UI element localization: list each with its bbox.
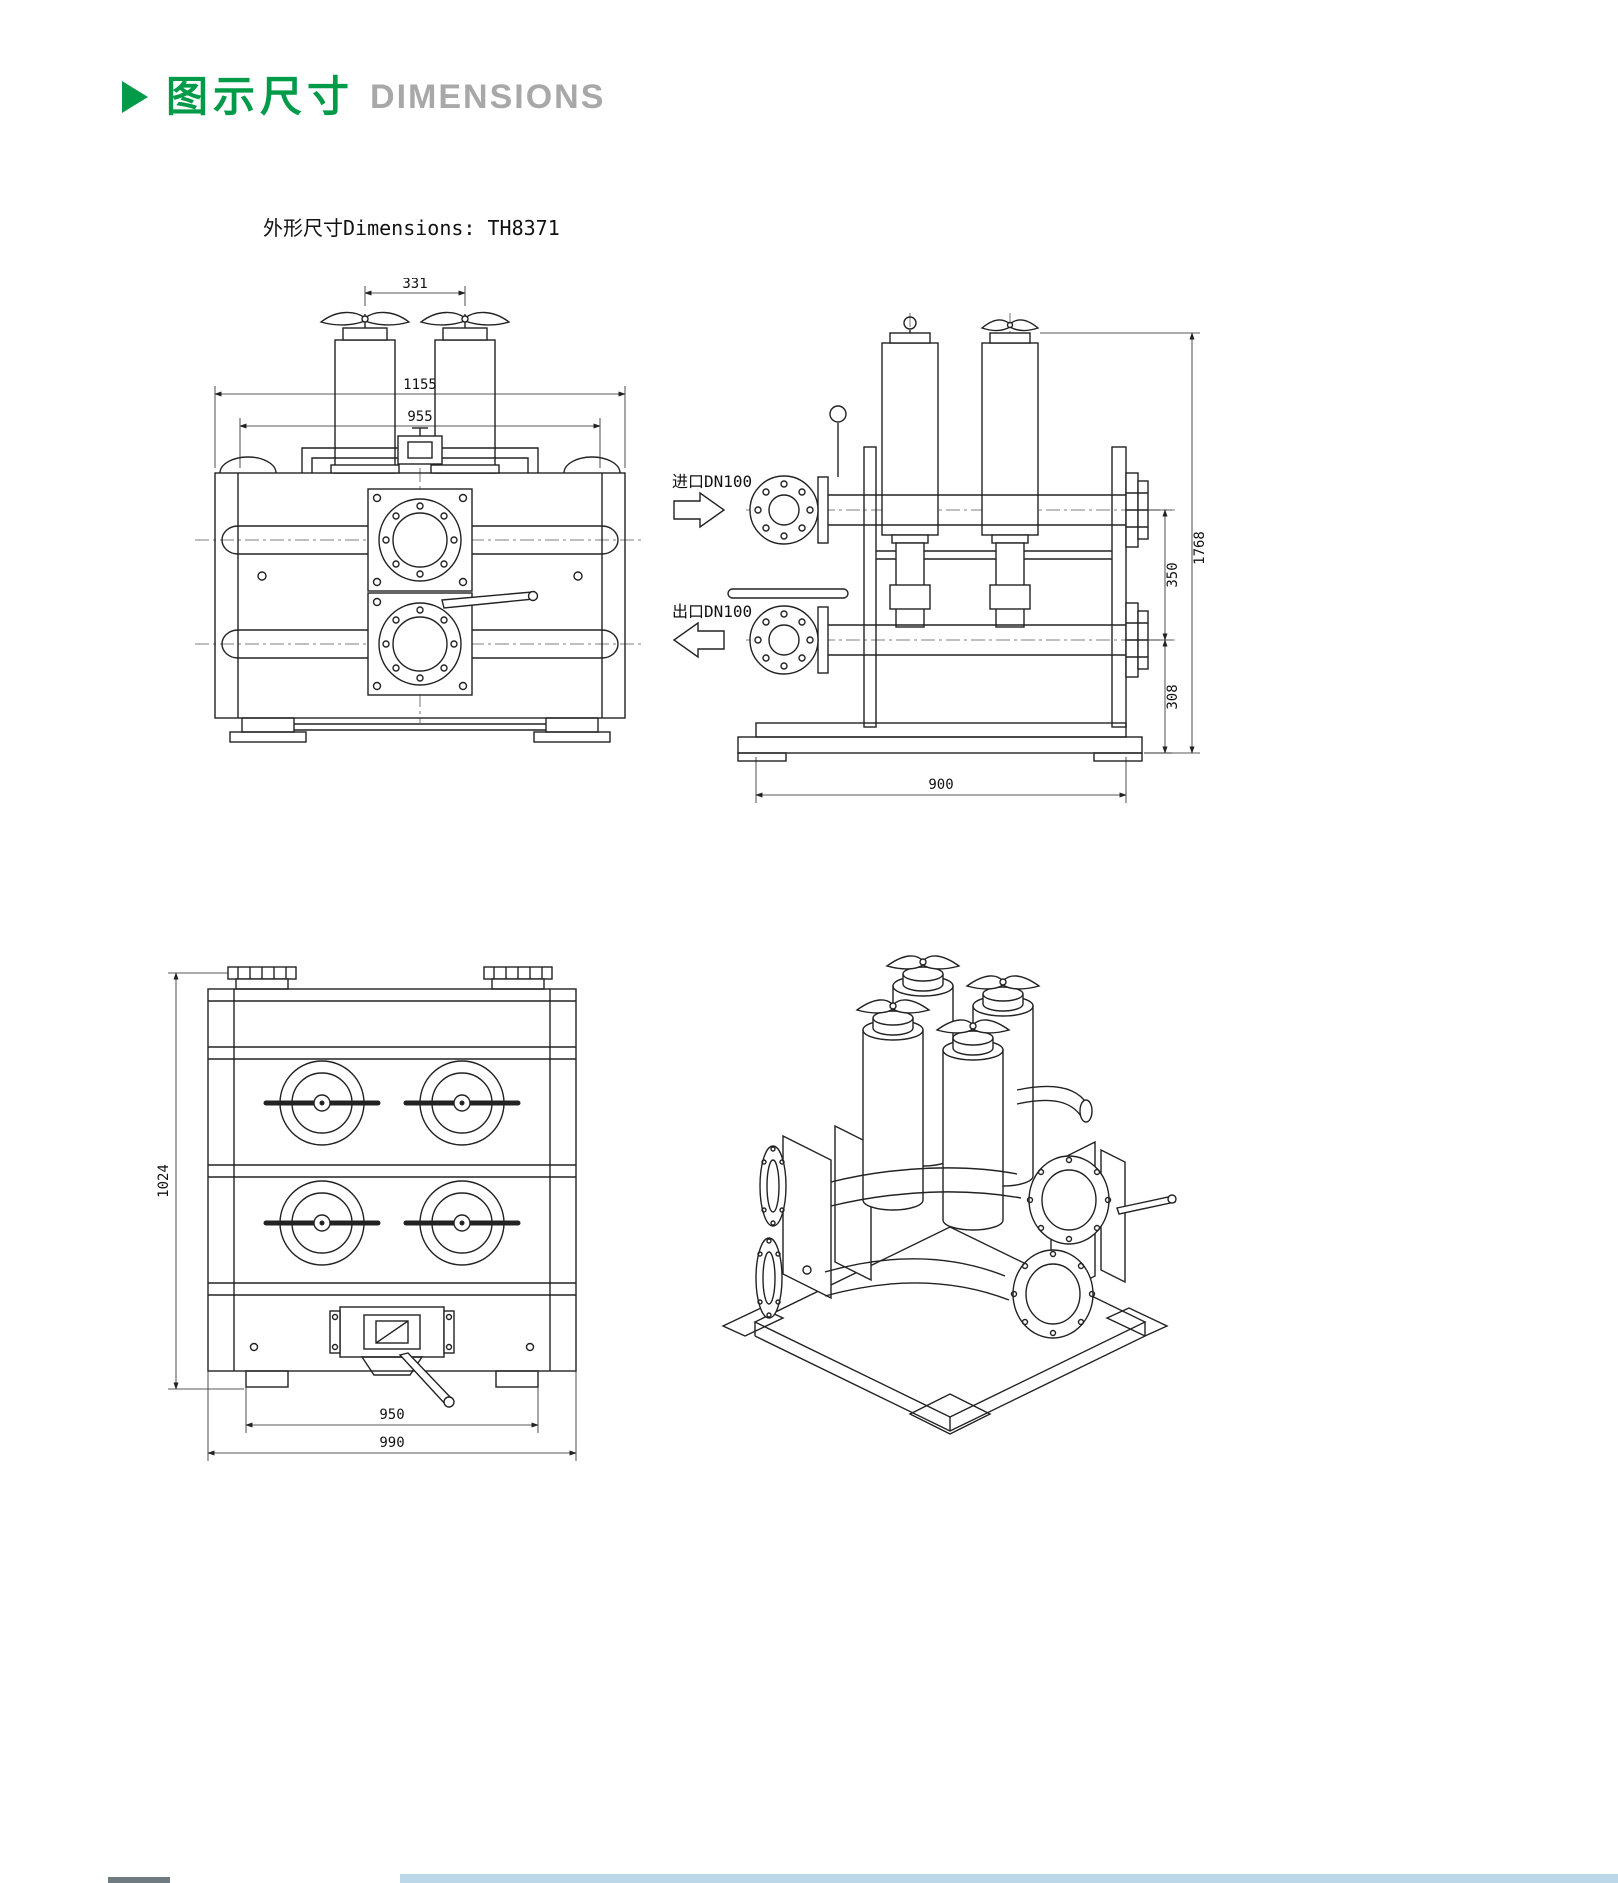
footer-strip-blue xyxy=(400,1874,1618,1883)
duplex-flange-lower xyxy=(367,592,473,696)
dimension-350: 350 xyxy=(1128,509,1181,641)
dimension-955: 955 xyxy=(239,409,601,468)
bottom-view-drawing: 1024 950 990 xyxy=(156,966,577,1461)
lifting-eye xyxy=(829,405,847,477)
drawing-subtitle: 外形尺寸Dimensions: TH8371 xyxy=(263,216,560,240)
frame xyxy=(207,988,577,1372)
section-title-en: DIMENSIONS xyxy=(370,78,606,116)
dimension-990: 990 xyxy=(207,1371,577,1461)
frame xyxy=(214,456,626,719)
left-flanges xyxy=(755,1145,787,1319)
dim-label: 1024 xyxy=(156,1164,172,1198)
dimension-1155: 1155 xyxy=(214,377,626,468)
dimension-331: 331 xyxy=(364,278,466,306)
base-plate xyxy=(721,1226,1169,1435)
frame-plates-left xyxy=(782,1124,872,1300)
dimension-900: 900 xyxy=(755,757,1127,803)
panel-bolt xyxy=(257,571,267,581)
footer-strip-dark xyxy=(108,1877,170,1883)
panel-bolt xyxy=(573,571,583,581)
selector-handle xyxy=(1116,1194,1177,1215)
outlet-pipe xyxy=(749,605,1126,675)
header-pipes xyxy=(221,525,619,659)
filter-vessels-front xyxy=(855,999,1011,1231)
base xyxy=(737,722,1143,762)
side-view-drawing: 进口DN100 出口DN100 1768 350 308 900 xyxy=(672,313,1208,803)
dim-label: 331 xyxy=(402,278,427,292)
dimension-1768: 1768 xyxy=(1040,332,1208,754)
dim-label: 955 xyxy=(407,409,432,425)
right-flanges xyxy=(1010,1155,1112,1339)
dim-label: 950 xyxy=(379,1407,404,1423)
dim-label: 350 xyxy=(1165,562,1181,587)
front-view-drawing: 331 1155 955 xyxy=(195,278,645,743)
inlet-label: 进口DN100 xyxy=(672,472,752,491)
inlet-pipe xyxy=(749,475,1126,545)
outlet-flow-arrow-icon xyxy=(672,621,725,659)
dim-label: 1155 xyxy=(403,377,437,393)
filter-vessels xyxy=(319,311,511,474)
base-feet xyxy=(229,717,611,743)
pipes xyxy=(824,1085,1093,1301)
dimension-950: 950 xyxy=(245,1387,539,1433)
top-flange-stacks xyxy=(227,966,553,990)
section-header: 图示尺寸 DIMENSIONS xyxy=(122,76,605,118)
legs xyxy=(245,1342,539,1388)
dim-label: 308 xyxy=(1165,684,1181,709)
section-marker-icon xyxy=(122,81,148,113)
dim-label: 900 xyxy=(928,777,953,793)
selector-handle xyxy=(441,590,539,609)
dimension-1024: 1024 xyxy=(156,972,244,1390)
duplex-flange-upper xyxy=(367,488,473,592)
bridge-pipe xyxy=(301,427,539,473)
inlet-flow-arrow-icon xyxy=(673,491,726,529)
section-title-cn: 图示尺寸 xyxy=(166,73,355,120)
isometric-view-drawing xyxy=(721,955,1177,1435)
dim-label: 1768 xyxy=(1192,531,1208,565)
dim-label: 990 xyxy=(379,1435,404,1451)
rear-flange-stacks xyxy=(1125,472,1149,678)
dimension-308: 308 xyxy=(1144,639,1181,754)
filter-vessels xyxy=(881,316,1040,628)
selector-handle xyxy=(727,588,849,599)
changeover-valve xyxy=(329,1306,455,1408)
valve-handwheels xyxy=(263,1060,521,1266)
outlet-label: 出口DN100 xyxy=(672,602,752,621)
